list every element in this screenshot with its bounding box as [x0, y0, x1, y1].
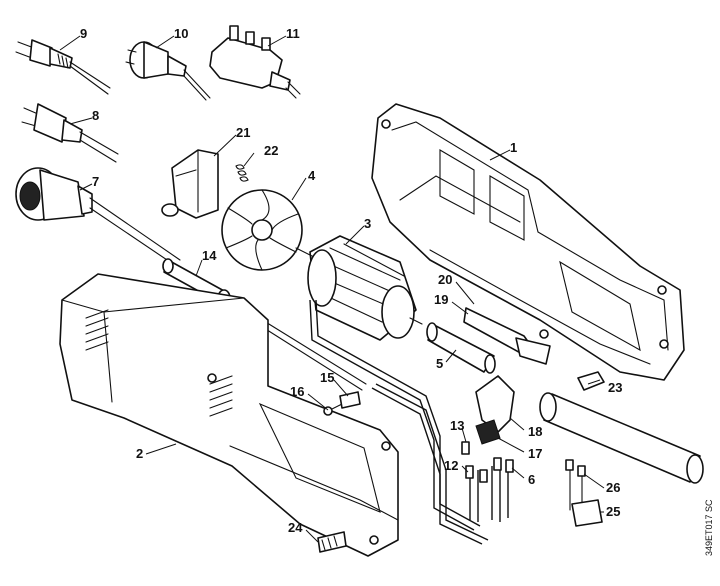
callout-18: 18 — [528, 424, 542, 439]
part-3-armature — [295, 235, 423, 341]
part-24-screw — [317, 531, 347, 553]
part-22-spring — [235, 164, 249, 182]
callout-24: 24 — [288, 520, 303, 535]
callout-labels: 9 10 11 8 21 22 1 7 4 3 14 20 19 5 15 23… — [80, 26, 622, 535]
callout-20: 20 — [438, 272, 452, 287]
callout-22: 22 — [264, 143, 278, 158]
part-17-switch — [475, 419, 501, 445]
callout-21: 21 — [236, 125, 250, 140]
wiring-harness — [309, 299, 509, 545]
callout-11: 11 — [286, 26, 300, 41]
callout-5: 5 — [436, 356, 443, 371]
callout-15: 15 — [320, 370, 334, 385]
callout-7: 7 — [92, 174, 99, 189]
callout-26: 26 — [606, 480, 620, 495]
part-21-switch-cover — [161, 149, 219, 219]
part-5-tube — [426, 322, 496, 374]
callout-2: 2 — [136, 446, 143, 461]
callout-3: 3 — [364, 216, 371, 231]
part-18-switch-bracket — [475, 375, 515, 433]
part-7-power-cord — [15, 167, 181, 267]
part-19-switch-lever — [463, 307, 551, 365]
callout-23: 23 — [608, 380, 622, 395]
part-15-cable-clamp — [339, 391, 361, 409]
part-2-housing-cover — [59, 273, 399, 557]
part-10-round-plug — [125, 41, 211, 101]
part-6-terminal — [505, 459, 514, 473]
diagram-code: 349ET017 SC — [704, 499, 714, 556]
part-13-connector — [461, 441, 470, 455]
callout-12: 12 — [444, 458, 458, 473]
part-23-clip — [577, 371, 605, 391]
part-8-schuko-plug — [21, 103, 119, 163]
callout-25: 25 — [606, 504, 620, 519]
part-1-housing-half — [371, 103, 685, 381]
callout-8: 8 — [92, 108, 99, 123]
callout-1: 1 — [510, 140, 517, 155]
part-12-terminals — [465, 457, 502, 483]
callout-10: 10 — [174, 26, 188, 41]
callout-9: 9 — [80, 26, 87, 41]
part-26-connector — [565, 459, 586, 511]
callout-17: 17 — [528, 446, 542, 461]
callout-16: 16 — [290, 384, 304, 399]
callout-6: 6 — [528, 472, 535, 487]
callout-19: 19 — [434, 292, 448, 307]
part-cylinder-roller — [539, 392, 704, 484]
part-4-fan-impeller — [221, 189, 303, 271]
part-25-suppressor — [571, 499, 603, 527]
part-11-uk-plug — [209, 25, 301, 99]
callout-13: 13 — [450, 418, 464, 433]
part-9-euro-plug — [15, 39, 111, 95]
leader-lines — [59, 35, 605, 543]
callout-14: 14 — [202, 248, 217, 263]
callout-4: 4 — [308, 168, 316, 183]
